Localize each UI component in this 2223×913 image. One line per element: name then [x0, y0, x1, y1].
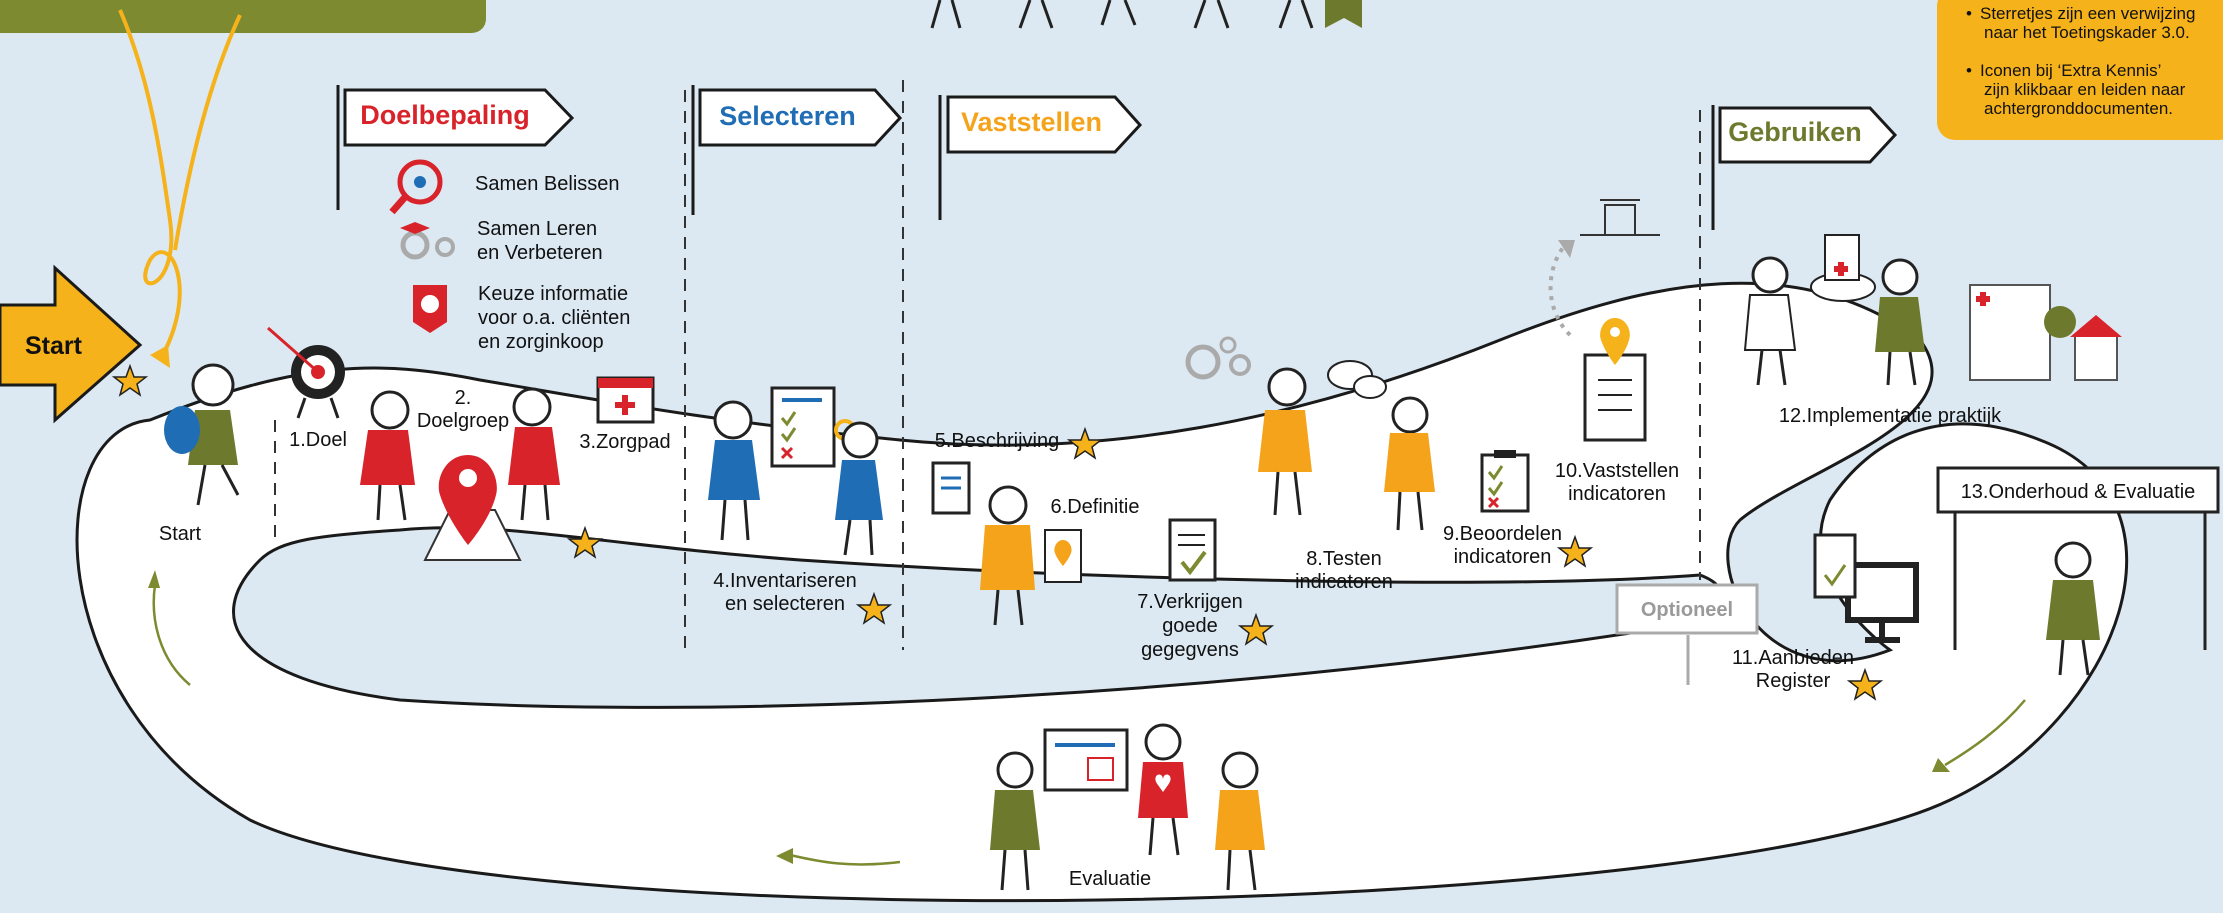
figures-selecteren	[708, 400, 883, 556]
step-11-line-1[interactable]: 11.Aanbieden	[1732, 647, 1854, 669]
step-13-onderhoud[interactable]: 13.Onderhoud & Evaluatie	[1960, 481, 2196, 503]
trash-icon	[1580, 199, 1660, 236]
evaluatie-board-icon	[1043, 728, 1129, 792]
gears-icon	[400, 222, 455, 260]
step-10-line-2[interactable]: indicatoren	[1568, 483, 1666, 505]
step-6-definitie[interactable]: 6.Definitie	[1050, 496, 1140, 518]
legend-keuze-2: voor o.a. cliënten	[478, 307, 631, 329]
flag-title-vaststellen[interactable]: Vaststellen	[960, 107, 1103, 137]
star-register	[1846, 667, 1884, 701]
hospital-icon	[1969, 284, 2122, 381]
step-7-line-3[interactable]: gegegvens	[1141, 639, 1239, 661]
step-12-implementatie[interactable]: 12.Implementatie praktijk	[1778, 405, 2002, 427]
figure-definitie	[980, 485, 1082, 626]
step-evaluatie[interactable]: Evaluatie	[1068, 868, 1152, 890]
green-arrows	[152, 584, 2026, 866]
note-2-line-3: achtergronddocumenten.	[1984, 99, 2174, 118]
figures-evaluatie	[990, 723, 1265, 891]
step-4-line-2[interactable]: en selecteren	[724, 593, 846, 615]
figure-onderhoud	[2046, 541, 2100, 676]
step-8-line-1[interactable]: 8.Testen	[1306, 548, 1382, 570]
legend-keuze-1: Keuze informatie	[478, 283, 629, 305]
start-arrow-label[interactable]: Start	[25, 332, 82, 360]
stars	[111, 363, 1884, 701]
flag-title-selecteren[interactable]: Selecteren	[719, 101, 856, 131]
onderhoud-sign	[1936, 466, 2220, 650]
step-start[interactable]: Start	[158, 523, 202, 545]
legend-samen-leren-1: Samen Leren	[477, 218, 598, 240]
star-selecteren	[855, 591, 893, 625]
calendar-icon	[596, 376, 655, 424]
step-2-number[interactable]: 2.	[454, 387, 472, 409]
figure-start	[164, 363, 240, 506]
top-banner	[0, 0, 486, 33]
step-7-line-1[interactable]: 7.Verkrijgen	[1137, 591, 1243, 613]
flag-title-doelbepaling[interactable]: Doelbepaling	[360, 100, 530, 130]
ribbon-arrowhead	[150, 345, 170, 368]
step-11-line-2[interactable]: Register	[1755, 670, 1831, 692]
star-doelgroep	[566, 525, 604, 559]
target-icon	[267, 326, 345, 419]
magnifier-icon	[389, 159, 443, 215]
top-green-flag	[1325, 0, 1362, 28]
step-5-beschrijving[interactable]: 5.Beschrijving	[934, 430, 1060, 452]
flag-vaststellen	[938, 95, 1143, 220]
step-1-doel[interactable]: 1.Doel	[289, 429, 347, 451]
checklist-board-icon	[770, 386, 856, 468]
gears-icon-8	[1185, 336, 1251, 380]
flag-gebruiken	[1711, 105, 1898, 230]
optioneel-label: Optioneel	[1640, 599, 1734, 621]
step-10-line-1[interactable]: 10.Vaststellen	[1554, 460, 1680, 482]
flag-doelbepaling	[336, 85, 575, 210]
legend-samen-leren-2: en Verbeteren	[477, 242, 603, 264]
notes-box	[1937, 0, 2223, 140]
top-figures	[930, 0, 1314, 29]
speech-bubble-icon	[1327, 360, 1387, 399]
ribbon	[118, 9, 182, 361]
checklist-icon-9	[1480, 450, 1530, 513]
document-check-icon-7	[1168, 518, 1217, 582]
figures-doelgroep	[360, 387, 560, 521]
dotted-arrow	[1548, 243, 1572, 337]
step-2-doelgroep[interactable]: Doelgroep	[416, 410, 510, 432]
badge-icon	[413, 285, 447, 333]
step-7-line-2[interactable]: goede	[1162, 615, 1218, 637]
star-beoordelen	[1556, 534, 1594, 568]
star-start	[111, 363, 149, 397]
flag-selecteren	[691, 85, 903, 215]
step-4-line-1[interactable]: 4.Inventariseren	[713, 570, 857, 592]
optioneel-sign	[1615, 583, 1759, 685]
document-pin-icon-10	[1583, 318, 1647, 442]
location-pin-icon	[423, 455, 522, 561]
figures-gebruiken	[1743, 256, 1925, 386]
step-9-line-2[interactable]: indicatoren	[1453, 546, 1552, 568]
flag-title-gebruiken[interactable]: Gebruiken	[1728, 117, 1862, 147]
note-2-line-2: zijn klikbaar en leiden naar	[1984, 80, 2186, 99]
legend-samen-belissen: Samen Belissen	[475, 173, 620, 195]
legend-keuze-3: en zorginkoop	[478, 331, 604, 353]
step-3-zorgpad[interactable]: 3.Zorgpad	[579, 431, 671, 453]
start-arrow-shape	[0, 264, 143, 424]
star-beschrijving	[1066, 426, 1104, 460]
note-1-line-2: naar het Toetingskader 3.0.	[1984, 23, 2190, 42]
step-8-line-2[interactable]: indicatoren	[1295, 571, 1393, 593]
monitor-icon	[1813, 533, 1919, 643]
note-2-line-1: •Iconen bij ‘Extra Kennis’	[1966, 61, 2162, 80]
document-icon-5	[931, 461, 971, 515]
figures-testen	[1258, 367, 1435, 531]
note-1-line-1: •Sterretjes zijn een verwijzing	[1966, 4, 2196, 23]
medical-bubble-icon	[1810, 234, 1876, 302]
step-9-line-1[interactable]: 9.Beoordelen	[1443, 523, 1562, 545]
star-verkrijgen	[1237, 612, 1275, 646]
